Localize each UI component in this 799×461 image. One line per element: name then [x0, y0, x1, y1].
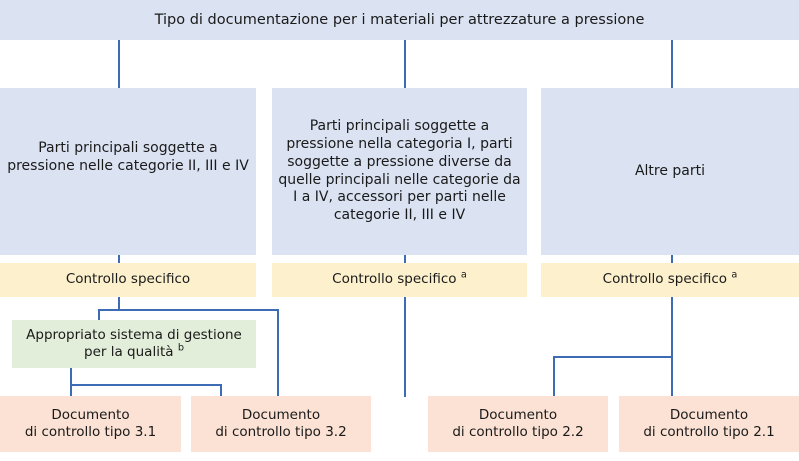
connector-ctrl-right-bus: [553, 356, 672, 358]
connector-ctrl-right-to-doc-21: [671, 297, 673, 397]
connector-cat-middle-to-ctrl-middle: [404, 255, 406, 263]
control-box-middle: Controllo specifico a: [272, 263, 527, 297]
quality-system-footnote: b: [177, 342, 184, 354]
control-box-middle-footnote: a: [460, 269, 467, 281]
control-box-left: Controllo specifico: [0, 263, 256, 297]
connector-quality-to-doc-32: [220, 384, 222, 397]
connector-quality-bus: [70, 384, 221, 386]
category-box-middle: Parti principali soggette a pressione ne…: [272, 88, 527, 255]
category-box-left: Parti principali soggette a pressione ne…: [0, 88, 256, 255]
connector-bus-to-doc-32: [277, 309, 279, 397]
control-box-right: Controllo specifico a: [541, 263, 799, 297]
connector-bus-to-quality-box: [98, 309, 100, 321]
connector-cat-left-to-ctrl-left: [118, 255, 120, 263]
connector-ctrl-middle-to-doc-22: [404, 297, 406, 397]
title-box: Tipo di documentazione per i materiali p…: [0, 0, 799, 40]
connector-title-to-cat-right: [671, 40, 673, 88]
connector-title-to-cat-left: [118, 40, 120, 88]
title-box-label: Tipo di documentazione per i materiali p…: [154, 11, 645, 28]
category-box-right-label: Altre parti: [634, 162, 706, 179]
connector-title-to-cat-middle: [404, 40, 406, 88]
connector-cat-right-to-ctrl-right: [671, 255, 673, 263]
connector-ctrl-left-bus: [98, 309, 279, 311]
control-box-right-footnote: a: [731, 269, 738, 281]
control-box-middle-label: Controllo specifico a: [332, 269, 467, 288]
control-box-right-label: Controllo specifico a: [602, 269, 738, 288]
quality-system-label: Appropriato sistema di gestione per la q…: [26, 326, 242, 360]
connector-ctrl-left-stub: [118, 297, 120, 310]
category-box-right: Altre parti: [541, 88, 799, 255]
category-box-left-label: Parti principali soggette a pressione ne…: [7, 139, 249, 174]
category-box-middle-label: Parti principali soggette a pressione ne…: [278, 117, 521, 224]
connector-bus-to-doc-22: [553, 356, 555, 397]
connector-quality-stub: [70, 368, 72, 397]
control-box-left-label: Controllo specifico: [65, 271, 191, 288]
quality-system-box: Appropriato sistema di gestione per la q…: [12, 320, 256, 368]
